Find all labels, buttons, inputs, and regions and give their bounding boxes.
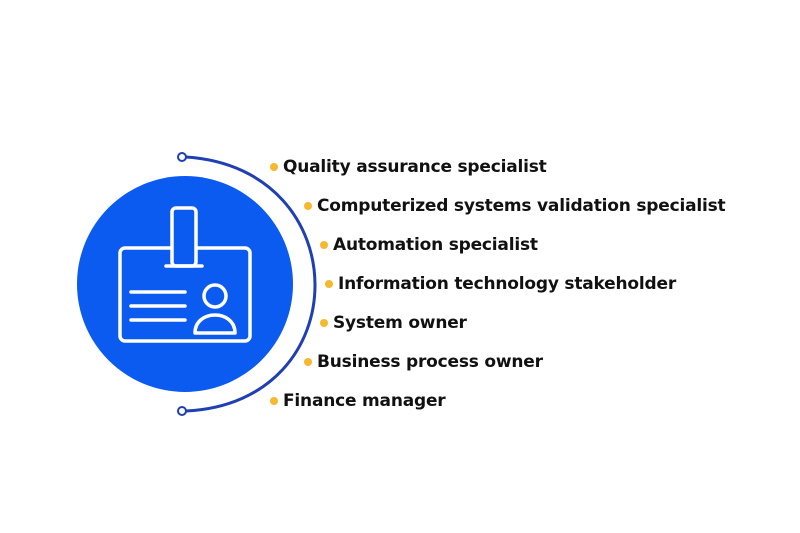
role-item: Information technology stakeholder: [325, 274, 676, 294]
role-label: Computerized systems validation speciali…: [317, 196, 726, 216]
role-item: Business process owner: [304, 352, 543, 372]
role-item: Finance manager: [270, 391, 446, 411]
role-item: Computerized systems validation speciali…: [304, 196, 726, 216]
bullet-dot: [270, 163, 278, 171]
bullet-dot: [304, 202, 312, 210]
role-label: Business process owner: [317, 352, 543, 372]
role-item: System owner: [320, 313, 467, 333]
bullet-dot: [320, 241, 328, 249]
arc-endpoint-bottom: [177, 406, 187, 416]
bullet-dot: [320, 319, 328, 327]
bullet-dot: [304, 358, 312, 366]
role-label: Automation specialist: [333, 235, 538, 255]
id-badge-icon: [118, 206, 252, 343]
role-label: Finance manager: [283, 391, 446, 411]
connector-arc: [185, 155, 317, 413]
role-label: System owner: [333, 313, 467, 333]
role-circle: [77, 176, 293, 392]
role-label: Information technology stakeholder: [338, 274, 677, 294]
bullet-dot: [270, 397, 278, 405]
arc-endpoint-top: [177, 152, 187, 162]
role-item: Automation specialist: [320, 235, 538, 255]
bullet-dot: [325, 280, 333, 288]
role-label: Quality assurance specialist: [283, 157, 547, 177]
role-item: Quality assurance specialist: [270, 157, 547, 177]
